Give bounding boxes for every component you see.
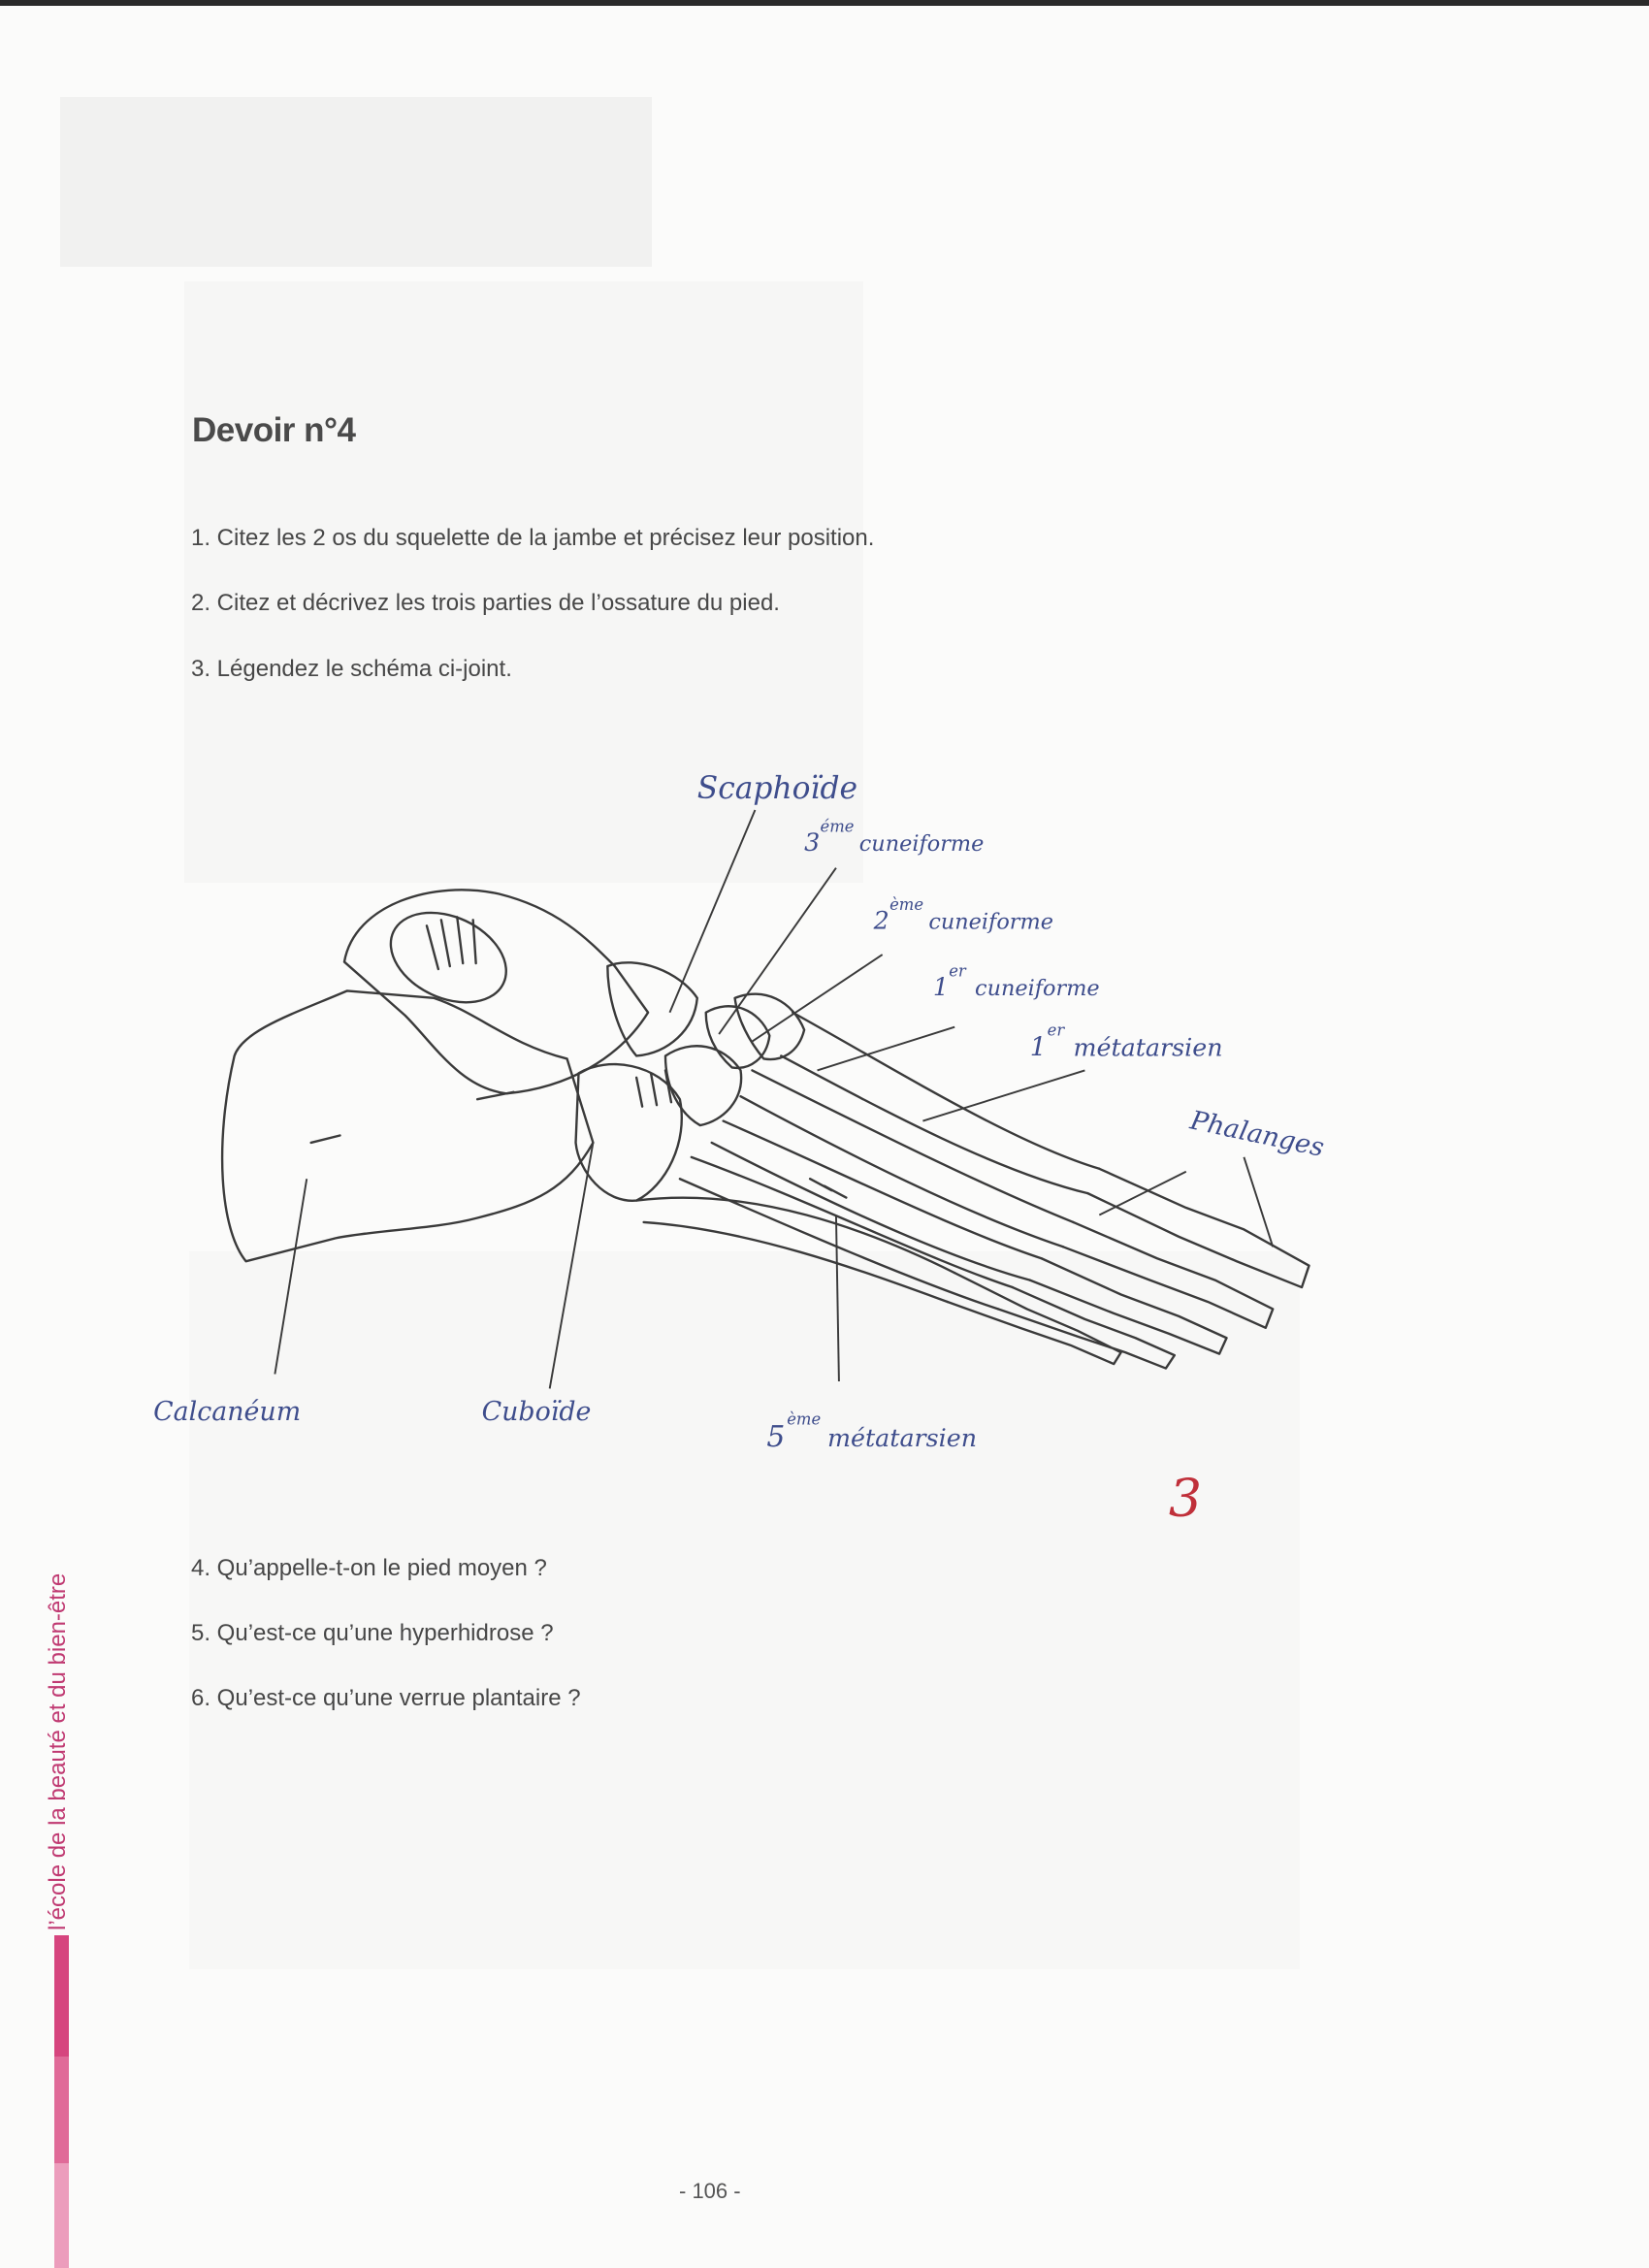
label-cuneiforme-3: cuneiforme xyxy=(859,831,985,857)
calcaneus-bone xyxy=(220,989,595,1263)
label-cuneiforme-2-sup: ème xyxy=(889,895,923,914)
brand-bar-mid xyxy=(54,2057,69,2163)
page-title: Devoir n°4 xyxy=(192,411,356,449)
scan-edge xyxy=(0,0,1649,6)
label-metatarsien-1: métatarsien xyxy=(1073,1032,1222,1061)
label-metatarsien-1-num: 1 xyxy=(1030,1032,1047,1062)
leader-cuneiforme-3 xyxy=(718,867,837,1035)
label-cuneiforme-1-num: 1 xyxy=(933,972,949,1001)
metatarsal-5 xyxy=(634,1196,956,1304)
question-2: 2. Citez et décrivez les trois parties d… xyxy=(191,590,780,616)
label-phalanges: Phalanges xyxy=(1186,1105,1326,1163)
label-cuneiforme-1-sup: er xyxy=(949,961,967,980)
question-3: 3. Légendez le schéma ci-joint. xyxy=(191,656,512,682)
leader-cuboide xyxy=(548,1142,595,1389)
label-cuneiforme-3-sup: éme xyxy=(821,817,855,835)
cuboid-bone xyxy=(574,1062,683,1202)
leader-metatarsien-1 xyxy=(922,1069,1085,1122)
question-5: 5. Qu’est-ce qu’une hyperhidrose ? xyxy=(191,1620,554,1646)
label-calcaneum: Calcanéum xyxy=(153,1397,301,1427)
question-6: 6. Qu’est-ce qu’une verrue plantaire ? xyxy=(191,1685,581,1711)
talus-bone xyxy=(342,889,650,1095)
question-1: 1. Citez les 2 os du squelette de la jam… xyxy=(191,525,875,551)
label-cuneiforme-2-num: 2 xyxy=(873,905,889,934)
leader-calcaneum xyxy=(274,1179,308,1375)
page-number: - 106 - xyxy=(679,2179,741,2203)
leader-cuneiforme-2 xyxy=(751,954,884,1043)
leader-phalanges-b xyxy=(1243,1156,1275,1247)
grade-mark: 3 xyxy=(1169,1468,1202,1529)
label-cuneiforme-3-num: 3 xyxy=(804,827,820,857)
bleed-through-form xyxy=(184,281,863,883)
label-scaphoide: Scaphoïde xyxy=(697,771,857,806)
cuneiform-3 xyxy=(663,1045,743,1127)
label-metatarsien-5-num: 5 xyxy=(766,1420,785,1454)
bleed-through-panel xyxy=(189,1251,1300,1969)
metatarsal-3 xyxy=(710,1119,1043,1281)
question-4: 4. Qu’appelle-t-on le pied moyen ? xyxy=(191,1555,547,1581)
label-metatarsien-5: métatarsien xyxy=(827,1423,977,1452)
bleed-through-header xyxy=(60,97,652,267)
leader-metatarsien-5 xyxy=(834,1215,840,1381)
brand-bar-light xyxy=(54,2163,69,2268)
label-cuneiforme-2: cuneiforme xyxy=(928,909,1053,934)
label-cuboide: Cuboïde xyxy=(482,1397,592,1427)
metatarsal-4 xyxy=(678,1155,1015,1311)
label-metatarsien-1-sup: er xyxy=(1048,1021,1066,1040)
cuneiform-2 xyxy=(704,1005,771,1070)
leader-cuneiforme-1 xyxy=(817,1025,955,1072)
cuneiform-1 xyxy=(733,992,806,1061)
leader-phalanges-a xyxy=(1098,1170,1187,1216)
label-metatarsien-5-sup: ème xyxy=(787,1410,821,1429)
label-cuneiforme-1: cuneiforme xyxy=(975,976,1100,1001)
phalanges xyxy=(946,1167,1310,1370)
bone-hatching xyxy=(309,916,848,1199)
brand-bar-dark xyxy=(54,1935,69,2057)
navicular-bone xyxy=(606,961,698,1057)
leader-scaphoide xyxy=(668,809,757,1014)
metatarsal-2 xyxy=(739,1069,1075,1248)
metatarsal-1 xyxy=(780,1011,1101,1195)
talus-articular-surface xyxy=(389,911,507,1004)
